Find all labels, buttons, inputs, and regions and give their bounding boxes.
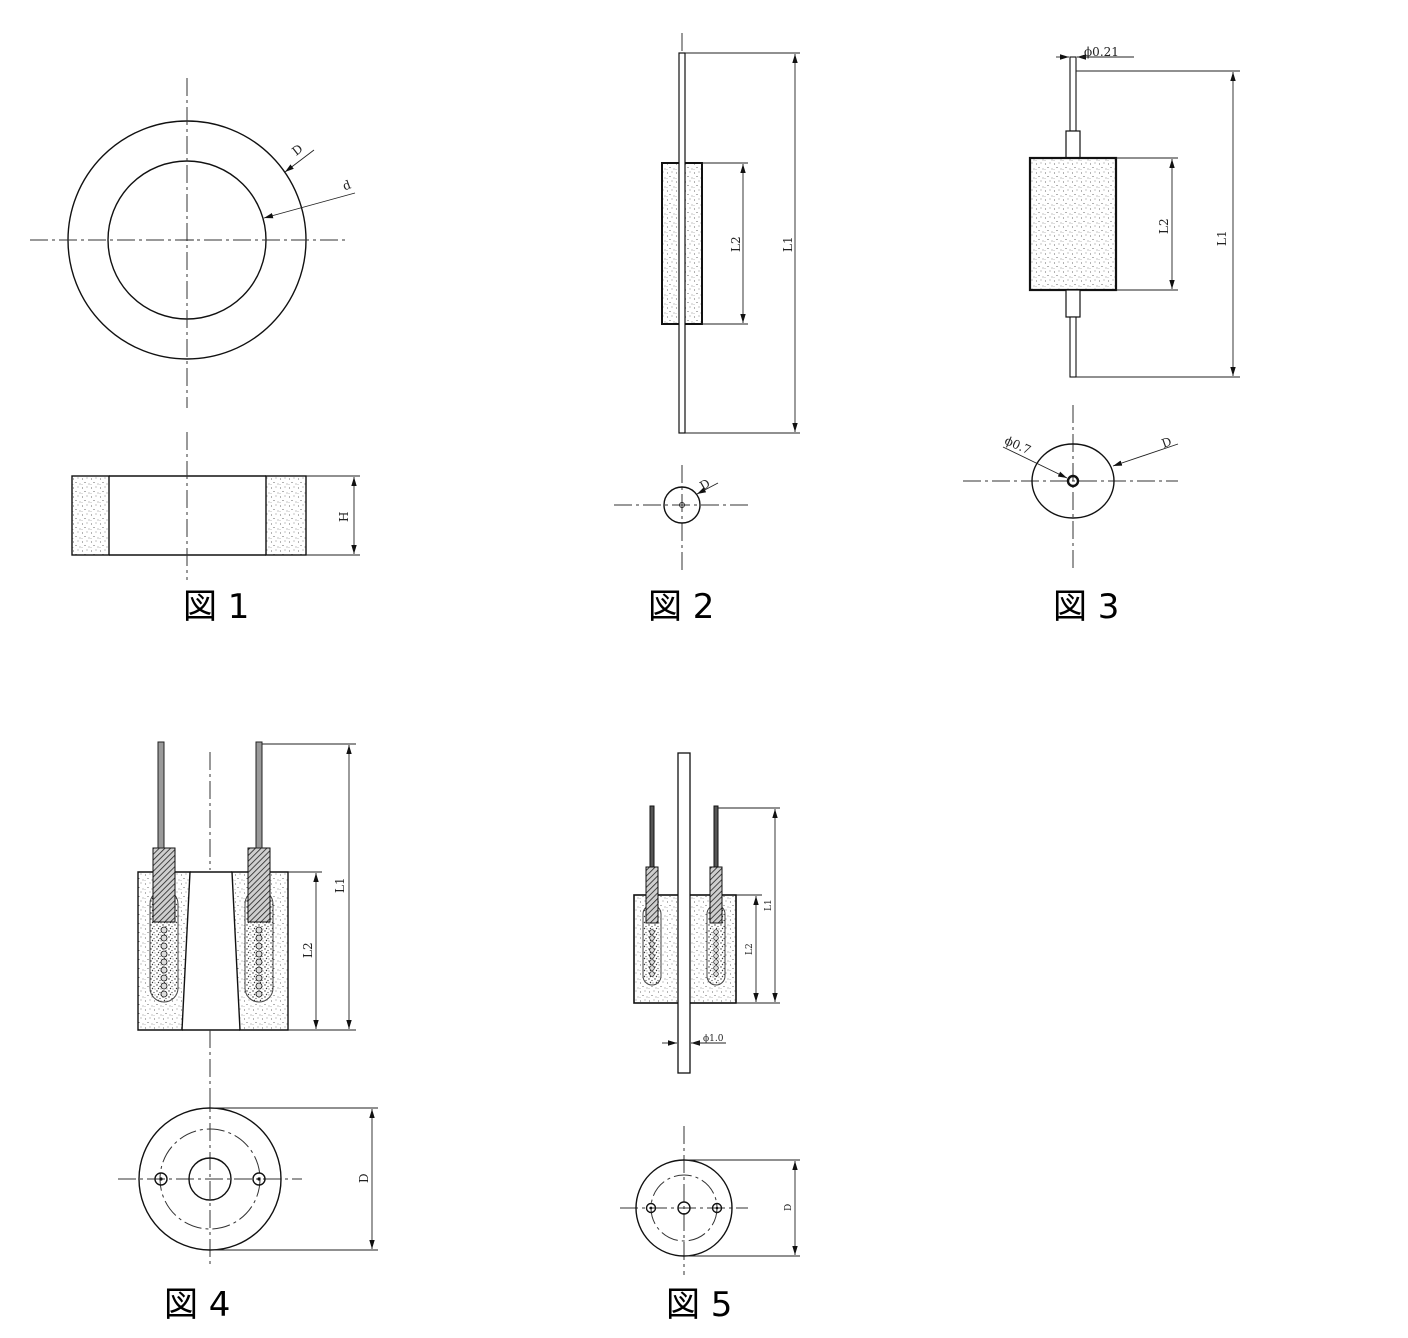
fig4-label-l1: L1	[333, 877, 347, 893]
figure-3: ϕ0.21 L2 L1 ϕ0.7 D 図 3	[963, 45, 1240, 627]
fig4-left-bead-chain	[160, 926, 168, 998]
fig5-label-d: D	[784, 1204, 794, 1211]
fig5-left-bead-chain	[649, 929, 655, 977]
fig3-end-view: ϕ0.7 D	[963, 405, 1179, 572]
fig4-dim-l1: L1	[262, 743, 356, 1029]
fig3-label-wire: ϕ0.21	[1084, 45, 1119, 59]
fig2-label-d: D	[697, 476, 712, 493]
fig3-caption: 図 3	[1053, 587, 1119, 627]
fig1-label-d-inner: d	[341, 177, 353, 193]
fig5-label-rod: ϕ1.0	[703, 1034, 724, 1044]
fig4-section-view	[137, 741, 289, 1102]
fig4-end-view	[118, 1094, 302, 1264]
fig1-dim-inner-diameter: d	[263, 177, 356, 219]
fig5-right-bead-chain	[713, 929, 719, 977]
figure-5: L2 L1 ϕ1.0 D 図	[620, 752, 800, 1325]
fig2-side-view	[661, 33, 703, 434]
fig3-label-l1: L1	[1215, 230, 1229, 246]
fig3-label-d: D	[1160, 434, 1174, 450]
fig5-caption: 図 5	[666, 1285, 732, 1325]
fig4-caption: 図 4	[164, 1285, 230, 1325]
fig2-end-view: D	[614, 465, 750, 572]
fig5-section-view	[633, 752, 737, 1074]
figure-4: L2 L1 D 図 4	[118, 741, 378, 1325]
fig2-caption: 図 2	[648, 587, 714, 627]
fig1-label-d-outer: D	[289, 141, 305, 158]
fig4-label-l2: L2	[301, 942, 315, 958]
fig3-label-l2: L2	[1157, 218, 1171, 234]
fig4-right-bead-chain	[255, 926, 263, 998]
fig1-dim-outer-diameter: D	[284, 141, 315, 173]
fig2-label-l2: L2	[729, 236, 743, 252]
figure-2: L2 L1 D 図 2	[614, 33, 800, 627]
fig3-dim-l2: L2	[1116, 157, 1178, 291]
fig5-label-l1: L1	[764, 899, 774, 911]
fig2-dim-l2: L2	[702, 162, 748, 325]
fig5-dim-l1: L1	[718, 807, 780, 1002]
fig5-end-view	[620, 1126, 748, 1275]
fig1-ring-top-view	[30, 78, 348, 408]
fig5-dim-d: D	[684, 1159, 800, 1257]
fig1-dim-height: H	[306, 475, 360, 556]
fig5-label-l2: L2	[745, 943, 755, 955]
fig5-dim-l2: L2	[736, 894, 780, 1004]
fig1-label-h: H	[337, 512, 351, 522]
fig4-dim-l2: L2	[288, 871, 356, 1031]
fig5-dim-rod: ϕ1.0	[662, 1034, 726, 1046]
fig1-caption: 図 1	[183, 587, 249, 627]
fig3-side-view	[1028, 56, 1118, 378]
fig3-label-hole: ϕ0.7	[1002, 433, 1033, 457]
fig2-label-l1: L1	[781, 236, 795, 252]
fig3-dim-wire-diameter: ϕ0.21	[1056, 45, 1134, 60]
fig3-dim-l1: L1	[1076, 70, 1240, 378]
fig1-ring-section-view	[71, 432, 307, 580]
figure-1: D d H 図 1	[30, 78, 360, 627]
fig4-label-d: D	[357, 1173, 371, 1183]
fig2-dim-l1: L1	[685, 52, 800, 434]
fig4-dim-d: D	[210, 1107, 378, 1251]
